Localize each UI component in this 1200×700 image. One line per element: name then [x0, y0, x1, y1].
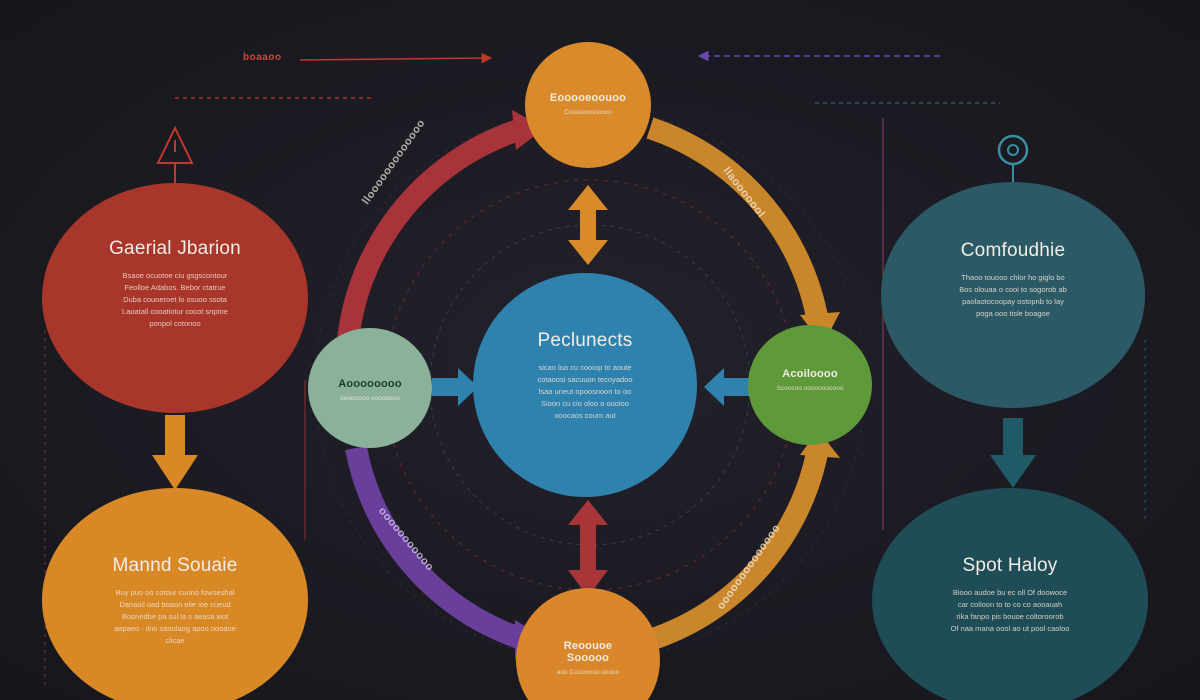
node-left-top [42, 183, 308, 413]
node-right-top-content: Comfoudhie Thaoo touooo chlor ho giglo b… [898, 240, 1128, 320]
text-line: Duba couoeroet lo osuoo ssota [123, 295, 227, 304]
text-line: ooocaos coum aut [554, 411, 616, 420]
node-left-bottom [42, 488, 308, 700]
left-down-arrow [152, 415, 198, 490]
node-top-title: Eooooeoouoo [549, 92, 627, 104]
text-line: ponpol cotonoo [149, 319, 201, 328]
node-bottom-title: Reoouoe [563, 640, 613, 652]
text-line: sicao loa cu cooiop to aoute [538, 363, 632, 372]
ring-arc-red [337, 117, 529, 342]
text-line: Biooo audoe bu ec oll Of doowoce [952, 588, 1068, 597]
node-center-text: sicao loa cu cooiop to aoute cotaoosi sa… [490, 362, 680, 422]
node-right-small-content: Acoiloooo Scoocoo ooooooooooo [758, 368, 862, 393]
node-bottom-text: aoo Couooooo ooooo [556, 669, 620, 676]
gear-icon-center [1007, 144, 1019, 156]
node-bottom-subtitle: Sooooo [566, 652, 610, 664]
node-bottom-content: Reoouoe Sooooo aoo Couooooo ooooo [535, 640, 641, 677]
node-left-top-title: Gaerial Jbarion [109, 238, 241, 259]
top-double-arrow [568, 185, 608, 265]
node-right-bottom-text: Biooo audoe bu ec oll Of doowoce car coi… [892, 587, 1128, 635]
node-right-bottom-content: Spot Haloy Biooo audoe bu ec oll Of doow… [892, 555, 1128, 635]
text-line: Sioon cu cio oloo o ouoioo [541, 399, 629, 408]
text-line: poga ooo tisle boagoe [976, 309, 1050, 318]
ring-arc-purple [345, 445, 529, 651]
node-left-bottom-content: Mannd Souaie Buy puo oo cotour cuono fow… [62, 555, 288, 647]
text-line: Of naa mana oool ao ut pool caoloo [950, 624, 1070, 633]
text-line: paolaotocoopay ostopnb to lay [962, 297, 1064, 306]
node-left-top-text: Bsaoe ocuotoe ciu gsgscontour Feolloe Ad… [62, 270, 288, 330]
node-left-small-text: oooooooo oooooooo [340, 395, 400, 402]
ring-arc-red-head [512, 110, 545, 150]
text-line: Boonedbe pa sul la s aeasa wot [121, 612, 229, 621]
left-into-center-arrow [432, 368, 478, 406]
text-line: clicae [165, 636, 185, 645]
right-into-center-arrow [704, 368, 750, 406]
node-top [525, 42, 651, 168]
right-down-arrow [990, 418, 1036, 488]
node-left-bottom-text: Buy puo oo cotour cuono fowseshal Danaoi… [62, 587, 288, 647]
top-left-label: boaaoo [243, 52, 282, 63]
node-right-small-text: Scoocoo ooooooooooo [776, 385, 844, 392]
text-line: Bsaoe ocuotoe ciu gsgscontour [122, 271, 228, 280]
ring-arc-orange-upper [646, 117, 829, 324]
text-line: Feolloe Adabos. Bebor ctatrue [124, 283, 226, 292]
node-right-bottom-title: Spot Haloy [962, 555, 1058, 576]
text-line: Laoatall cooatiotur cocot snptoe [122, 307, 228, 316]
node-right-top-title: Comfoudhie [960, 240, 1066, 261]
connector-top-left-arrow [299, 52, 493, 64]
node-right-bottom [872, 488, 1148, 700]
node-right-small-title: Acoiloooo [782, 368, 838, 380]
node-right-small [748, 325, 872, 445]
node-left-small-title: Aoooooooo [338, 378, 402, 390]
node-bottom [516, 588, 660, 700]
node-left-small-content: Aoooooooo oooooooo oooooooo [318, 378, 422, 403]
node-center-content: Peclunects sicao loa cu cooiop to aoute … [490, 330, 680, 422]
node-right-top [881, 182, 1145, 408]
node-right-top-text: Thaoo touooo chlor ho giglo bo Bos oloua… [898, 272, 1128, 320]
text-line: lsaa uneut opoosnoon to oo [538, 387, 632, 396]
text-line: Danaoil oad boaon elie ioe cueud [119, 600, 231, 609]
node-center-title: Peclunects [537, 330, 633, 351]
ring-arc-orange-lower [646, 445, 829, 651]
node-center [473, 273, 697, 497]
text-line: Bos olouaa o cooi to sogorob ab [959, 285, 1067, 294]
node-top-content: Eooooeoouoo Cooaoooooooco [538, 92, 638, 117]
text-line: rika fanpo pis bouoe coltoroorob [956, 612, 1064, 621]
node-left-small [308, 328, 432, 448]
text-line: Buy puo oo cotour cuono fowseshal [115, 588, 235, 597]
gear-icon [997, 134, 1029, 166]
node-top-text: Cooaoooooooco [564, 109, 612, 116]
text-line: cotaoosi sacuuon tecoyadoo [537, 375, 633, 384]
text-line: aapaeo - ilno saoulaog apoo oooaoe [114, 624, 236, 633]
node-left-bottom-title: Mannd Souaie [112, 555, 238, 576]
text-line: car coiloon to to co co aooauah [957, 600, 1063, 609]
node-left-top-content: Gaerial Jbarion Bsaoe ocuotoe ciu gsgsco… [62, 238, 288, 330]
bottom-double-arrow [568, 500, 608, 597]
text-line: Thaoo touooo chlor ho giglo bo [961, 273, 1065, 282]
